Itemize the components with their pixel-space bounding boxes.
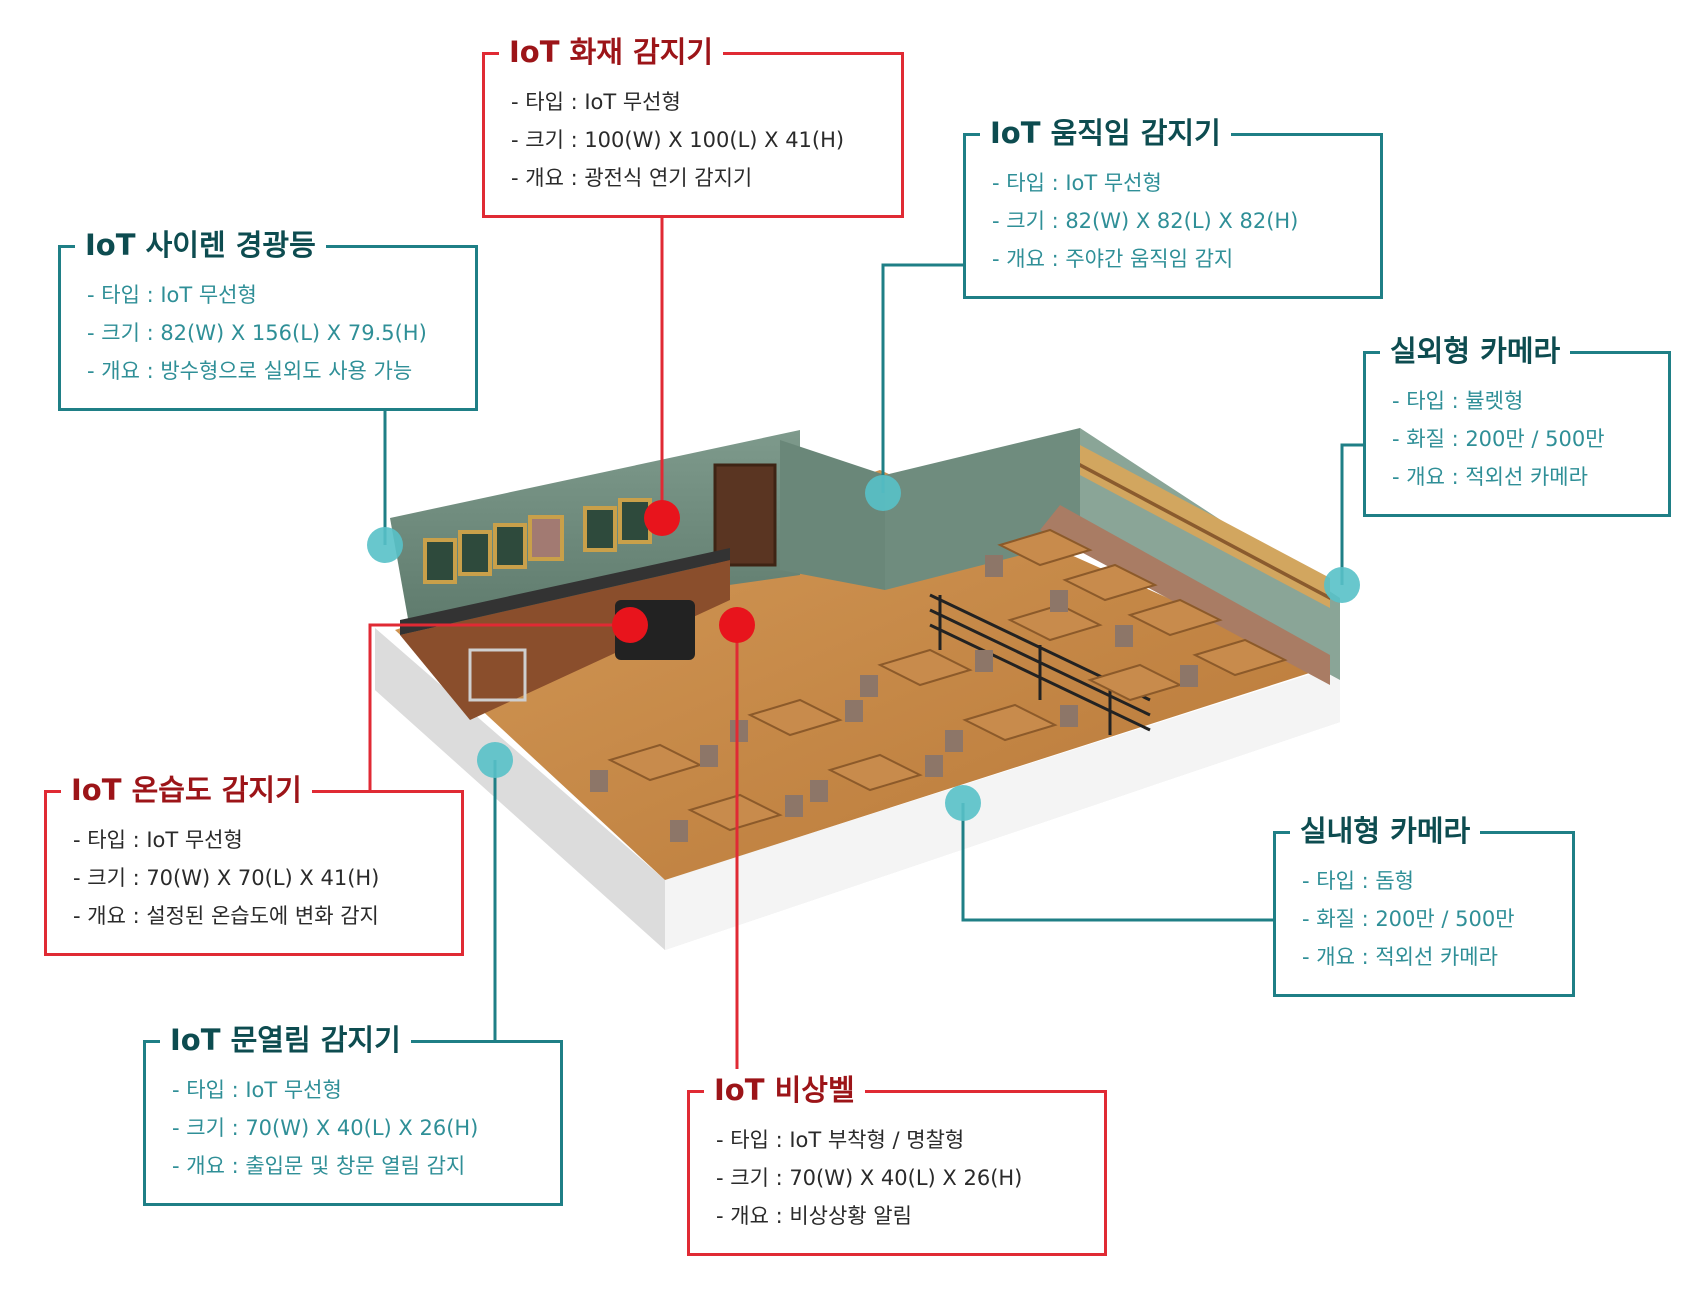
indoor-camera-spec-type: - 타입 : 돔형 [1302, 869, 1414, 893]
temp-humidity-spec-size: - 크기 : 70(W) X 70(L) X 41(H) [73, 866, 380, 890]
chairs [590, 555, 1198, 842]
siren-light-title: IoT 사이렌 경광등 [75, 224, 326, 266]
door-sensor-callout: IoT 문열림 감지기 - 타입 : IoT 무선형 - 크기 : 70(W) … [143, 1019, 563, 1206]
indoor-camera-connector [961, 803, 1273, 922]
siren-light-spec-summary: - 개요 : 방수형으로 실외도 사용 가능 [87, 359, 413, 383]
fire-detector-spec-type: - 타입 : IoT 무선형 [511, 90, 681, 114]
fire-detector-spec-size: - 크기 : 100(W) X 100(L) X 41(H) [511, 128, 845, 152]
motion-detector-spec-summary: - 개요 : 주야간 움직임 감지 [992, 247, 1234, 271]
fire-detector-marker [644, 500, 680, 536]
door-sensor-spec-summary: - 개요 : 출입문 및 창문 열림 감지 [172, 1154, 466, 1178]
motion-detector-spec-type: - 타입 : IoT 무선형 [992, 171, 1162, 195]
temp-humidity-connector [368, 623, 630, 790]
door-sensor-spec-size: - 크기 : 70(W) X 40(L) X 26(H) [172, 1116, 479, 1140]
motion-detector-title: IoT 움직임 감지기 [980, 112, 1231, 154]
door-sensor-title: IoT 문열림 감지기 [160, 1019, 411, 1061]
siren-light-callout: IoT 사이렌 경광등 - 타입 : IoT 무선형 - 크기 : 82(W) … [58, 224, 478, 411]
outdoor-camera-callout: 실외형 카메라 - 타입 : 뷸렛형 - 화질 : 200만 / 500만 - … [1363, 330, 1671, 517]
emergency-bell-spec-size: - 크기 : 70(W) X 40(L) X 26(H) [716, 1166, 1023, 1190]
motion-detector-callout: IoT 움직임 감지기 - 타입 : IoT 무선형 - 크기 : 82(W) … [963, 112, 1383, 299]
siren-light-spec-type: - 타입 : IoT 무선형 [87, 283, 257, 307]
outdoor-camera-connector [1340, 443, 1363, 585]
emergency-bell-spec-summary: - 개요 : 비상상황 알림 [716, 1204, 912, 1228]
motion-detector-marker [865, 475, 901, 511]
dining-tables [607, 528, 1288, 832]
back-shelf [713, 463, 777, 567]
siren-light-spec-size: - 크기 : 82(W) X 156(L) X 79.5(H) [87, 321, 427, 345]
booth-seating [1040, 505, 1330, 685]
indoor-camera-callout: 실내형 카메라 - 타입 : 돔형 - 화질 : 200만 / 500만 - 개… [1273, 810, 1575, 997]
temp-humidity-title: IoT 온습도 감지기 [61, 769, 312, 811]
emergency-bell-marker [719, 607, 755, 643]
fire-detector-title: IoT 화재 감지기 [499, 31, 724, 73]
outer-walls [375, 628, 1340, 950]
temp-humidity-spec-summary: - 개요 : 설정된 온습도에 변화 감지 [73, 904, 379, 928]
temp-humidity-marker [612, 607, 648, 643]
door-sensor-spec-type: - 타입 : IoT 무선형 [172, 1078, 342, 1102]
indoor-camera-marker [945, 785, 981, 821]
outdoor-camera-spec-quality: - 화질 : 200만 / 500만 [1392, 427, 1605, 451]
emergency-bell-title: IoT 비상벨 [704, 1069, 865, 1111]
emergency-bell-callout: IoT 비상벨 - 타입 : IoT 부착형 / 명찰형 - 크기 : 70(W… [687, 1069, 1107, 1256]
temp-humidity-spec-type: - 타입 : IoT 무선형 [73, 828, 243, 852]
motion-detector-spec-size: - 크기 : 82(W) X 82(L) X 82(H) [992, 209, 1299, 233]
door-sensor-marker [477, 742, 513, 778]
menu-boards [423, 498, 652, 584]
indoor-camera-title: 실내형 카메라 [1290, 810, 1481, 852]
outdoor-camera-title: 실외형 카메라 [1380, 330, 1571, 372]
siren-light-marker [367, 527, 403, 563]
emergency-bell-spec-type: - 타입 : IoT 부착형 / 명찰형 [716, 1128, 965, 1152]
outdoor-camera-spec-type: - 타입 : 뷸렛형 [1392, 389, 1524, 413]
sensor-markers [367, 475, 1360, 821]
bookshelf [1080, 445, 1330, 608]
fire-detector-callout: IoT 화재 감지기 - 타입 : IoT 무선형 - 크기 : 100(W) … [482, 31, 904, 218]
connector-lines [368, 218, 1363, 1090]
indoor-camera-spec-quality: - 화질 : 200만 / 500만 [1302, 907, 1515, 931]
outdoor-camera-spec-summary: - 개요 : 적외선 카메라 [1392, 465, 1588, 489]
temp-humidity-callout: IoT 온습도 감지기 - 타입 : IoT 무선형 - 크기 : 70(W) … [44, 769, 464, 956]
motion-detector-connector [881, 263, 963, 493]
indoor-camera-spec-summary: - 개요 : 적외선 카메라 [1302, 945, 1498, 969]
fire-detector-spec-summary: - 개요 : 광전식 연기 감지기 [511, 166, 753, 190]
outdoor-camera-marker [1324, 567, 1360, 603]
